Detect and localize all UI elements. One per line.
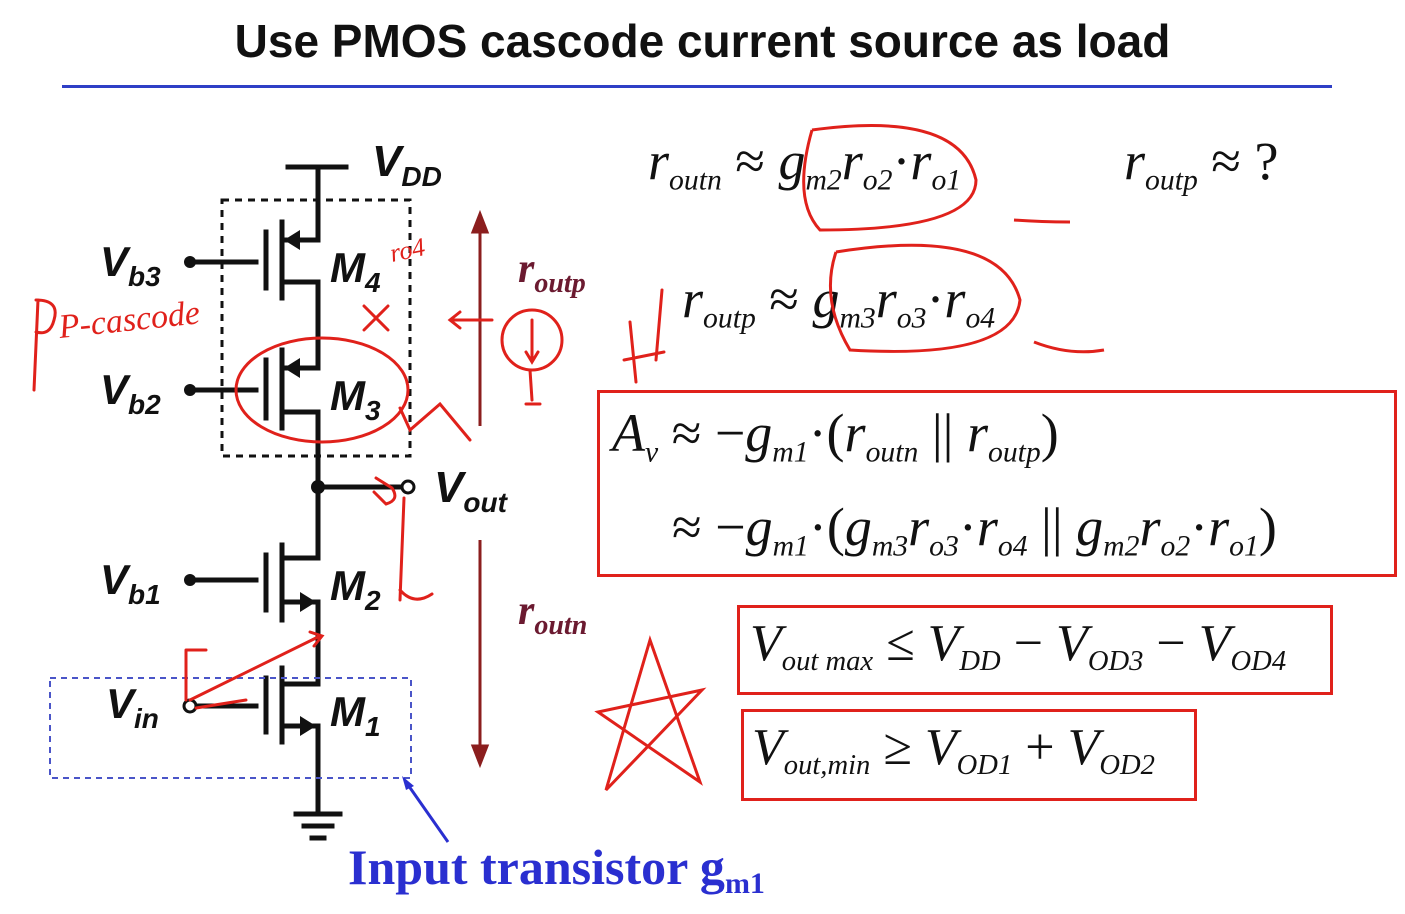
transistor-m1: [191, 665, 321, 813]
svg-text:M3: M3: [330, 372, 381, 426]
vdd-sub: DD: [401, 161, 441, 192]
eq-r-outn: routn ≈ gm2ro2·ro1: [648, 131, 962, 197]
ro4-note: ro4: [387, 232, 427, 268]
vin-label: V: [106, 680, 137, 727]
m2-label: M: [330, 562, 366, 609]
svg-text:routp: routp: [518, 246, 586, 299]
vdd-label: V: [372, 137, 405, 186]
ground-symbol: [293, 811, 343, 841]
transistor-arrows: [284, 230, 316, 736]
svg-text:Vin: Vin: [106, 680, 159, 734]
vb3-label: V: [100, 238, 131, 285]
eq-r-outp: routp ≈ gm3ro3·ro4: [682, 269, 996, 335]
vb1-label: V: [100, 556, 131, 603]
svg-text:VDD: VDD: [372, 137, 442, 192]
gain-box: [597, 390, 1397, 577]
m3-label: M: [330, 372, 366, 419]
vout-min-box: [741, 709, 1197, 801]
svg-text:M2: M2: [330, 562, 381, 616]
svg-text:M4: M4: [330, 244, 381, 298]
input-transistor-caption: Input transistor gm1: [348, 839, 765, 900]
handwritten-annotations: [32, 288, 707, 792]
r-outn-label: r: [518, 588, 535, 634]
svg-text:Vb3: Vb3: [100, 238, 161, 292]
m4-label: M: [330, 244, 366, 291]
eq-vout-max: Vout max ≤ VDD − VOD3 − VOD4: [750, 615, 1287, 677]
pmos-cascode-box: [220, 198, 412, 458]
slide-title: Use PMOS cascode current source as load: [234, 15, 1171, 67]
r-outp-label: r: [518, 246, 535, 292]
svg-text:Vb1: Vb1: [100, 556, 161, 610]
eq-gain-2: ≈ −gm1·(gm3ro3·ro4 || gm2ro2·ro1): [672, 497, 1277, 563]
vb2-label: V: [100, 366, 131, 413]
input-transistor-box: [49, 677, 412, 779]
svg-text:Vb2: Vb2: [100, 366, 161, 420]
eq-vout-min: Vout,min ≥ VOD1 + VOD2: [752, 719, 1155, 781]
title-underline: [62, 85, 1332, 88]
svg-text:M1: M1: [330, 688, 381, 742]
eq-r-outp-question: routp ≈ ?: [1124, 131, 1279, 197]
caption-pointer: [404, 781, 450, 843]
m1-label: M: [330, 688, 366, 735]
svg-text:Vout: Vout: [434, 463, 509, 518]
eq-gain-1: Av ≈ −gm1·(routn || routp): [612, 403, 1059, 469]
transistor-m2: [191, 487, 321, 683]
transistor-m4: [191, 219, 321, 348]
vout-max-box: [737, 605, 1333, 695]
svg-text:routn: routn: [518, 588, 587, 641]
vout-label: V: [434, 463, 467, 512]
